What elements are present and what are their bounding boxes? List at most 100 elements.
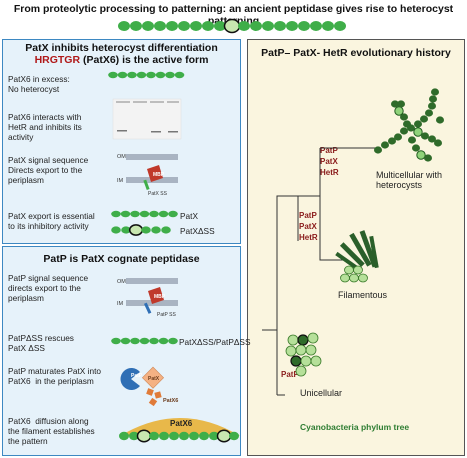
vegetative-cell <box>139 337 150 345</box>
vegetative-cell <box>129 431 139 441</box>
unicell <box>295 344 307 356</box>
vegetative-cell <box>149 431 159 441</box>
vegetative-cell <box>400 127 408 135</box>
vegetative-cell <box>414 120 422 128</box>
patx-label: PatX <box>148 376 160 382</box>
vegetative-cell <box>214 21 226 31</box>
vegetative-cell <box>429 95 437 103</box>
vegetative-cell <box>397 100 405 108</box>
patx-filament-label: PatX <box>180 211 198 221</box>
unicell <box>287 334 299 346</box>
vegetative-cell <box>178 21 190 31</box>
vegetative-cell <box>428 135 436 143</box>
vegetative-cell <box>436 116 444 124</box>
heterocyst-cell <box>416 150 426 160</box>
vegetative-cell <box>158 337 169 345</box>
vegetative-cell <box>421 132 429 140</box>
vegetative-cell <box>229 431 239 441</box>
filament-no-heterocyst <box>108 71 185 79</box>
phylum-tree-caption: Cyanobacteria phylum tree <box>300 422 410 432</box>
vegetative-cell <box>111 337 121 345</box>
vegetative-cell <box>310 21 322 31</box>
vegetative-cell <box>202 21 214 31</box>
gel-blot <box>112 98 182 140</box>
vegetative-cell <box>139 210 150 218</box>
vegetative-cell <box>238 21 250 31</box>
vegetative-cell <box>388 137 396 145</box>
vegetative-cell <box>168 337 178 345</box>
patp-panel: PatP is PatX cognate peptidase <box>2 246 241 456</box>
patp-panel-heading: PatP is PatX cognate peptidase <box>43 253 200 265</box>
vegetative-cell <box>130 337 140 345</box>
patx-export-text: PatX export is essential to its inhibito… <box>8 211 95 231</box>
unicell <box>300 355 312 367</box>
patx6-hetr-text: PatX6 interacts with HetR and inhibits i… <box>8 112 82 142</box>
vegetative-cell <box>108 71 118 79</box>
filament-cell <box>353 265 363 275</box>
vegetative-cell <box>136 71 147 79</box>
vegetative-cell <box>174 71 185 79</box>
top-node-patx: PatX <box>320 157 338 166</box>
vegetative-cell <box>130 21 142 31</box>
patx6-excess-text: PatX6 in excess: No heterocyst <box>8 74 70 94</box>
vegetative-cell <box>209 431 219 441</box>
vegetative-cell <box>142 21 154 31</box>
vegetative-cell <box>262 21 274 31</box>
vegetative-cell <box>424 154 432 162</box>
vegetative-cell <box>149 210 159 218</box>
patp-rescue-text: PatPΔSS rescues PatX ΔSS <box>8 333 74 353</box>
double-mutant-label: PatXΔSS/PatPΔSS <box>179 337 251 347</box>
unicell <box>310 355 322 367</box>
vegetative-cell <box>130 210 140 218</box>
patp-ss-helix <box>143 302 152 314</box>
phylogenetic-tree <box>262 147 376 396</box>
filament-cell <box>349 273 359 283</box>
vegetative-cell <box>199 431 209 441</box>
vegetative-cell <box>155 71 166 79</box>
double-mutant-filament <box>111 337 178 345</box>
vegetative-cell <box>168 210 178 218</box>
patx-panel-heading-line1: PatX inhibits heterocyst differentiation <box>25 42 218 54</box>
vegetative-cell <box>111 226 121 234</box>
mbp-block-2 <box>148 287 164 304</box>
patx-diamond <box>141 366 165 389</box>
vegetative-cell <box>322 21 334 31</box>
vegetative-cell <box>149 337 159 345</box>
filamentous-cyanobacteria <box>335 230 379 283</box>
heterocyst-cell <box>394 106 404 116</box>
top-node-labels: PatP PatX HetR <box>320 145 339 178</box>
unicell <box>285 345 297 357</box>
heterocyst-cell <box>216 429 232 443</box>
vegetative-cell <box>146 71 156 79</box>
patp-membrane-diagram <box>126 278 178 314</box>
unicell <box>307 332 319 344</box>
vegetative-cell <box>159 431 169 441</box>
vegetative-cell <box>119 431 129 441</box>
heterocyst-cell <box>136 429 152 443</box>
vegetative-cell <box>118 21 130 31</box>
mbp-label-2: MBP <box>154 294 166 300</box>
vegetative-cell <box>374 146 382 154</box>
patx6-fragment-label: PatX6 <box>163 398 178 404</box>
vegetative-cell <box>408 136 416 144</box>
vegetative-cell <box>111 210 121 218</box>
patx-dss-filament <box>111 224 171 236</box>
unicell <box>297 334 309 346</box>
multicellular-cyanobacteria <box>374 88 444 162</box>
vegetative-cell <box>169 431 179 441</box>
vegetative-cell <box>161 226 171 234</box>
vegetative-cell <box>165 71 175 79</box>
patx-panel-heading: PatX inhibits heterocyst differentiation… <box>3 42 240 66</box>
vegetative-cell <box>274 21 286 31</box>
vegetative-cell <box>431 88 439 96</box>
vegetative-cell <box>117 71 128 79</box>
vegetative-cell <box>394 133 402 141</box>
patx-dss-filament-label: PatXΔSS <box>180 226 215 236</box>
patp-signal-text: PatP signal sequence directs export to t… <box>8 273 89 303</box>
filament-cell <box>358 273 368 283</box>
mid-node-hetr: HetR <box>299 233 318 242</box>
heterocyst-cell <box>413 127 423 137</box>
vegetative-cell <box>250 21 262 31</box>
